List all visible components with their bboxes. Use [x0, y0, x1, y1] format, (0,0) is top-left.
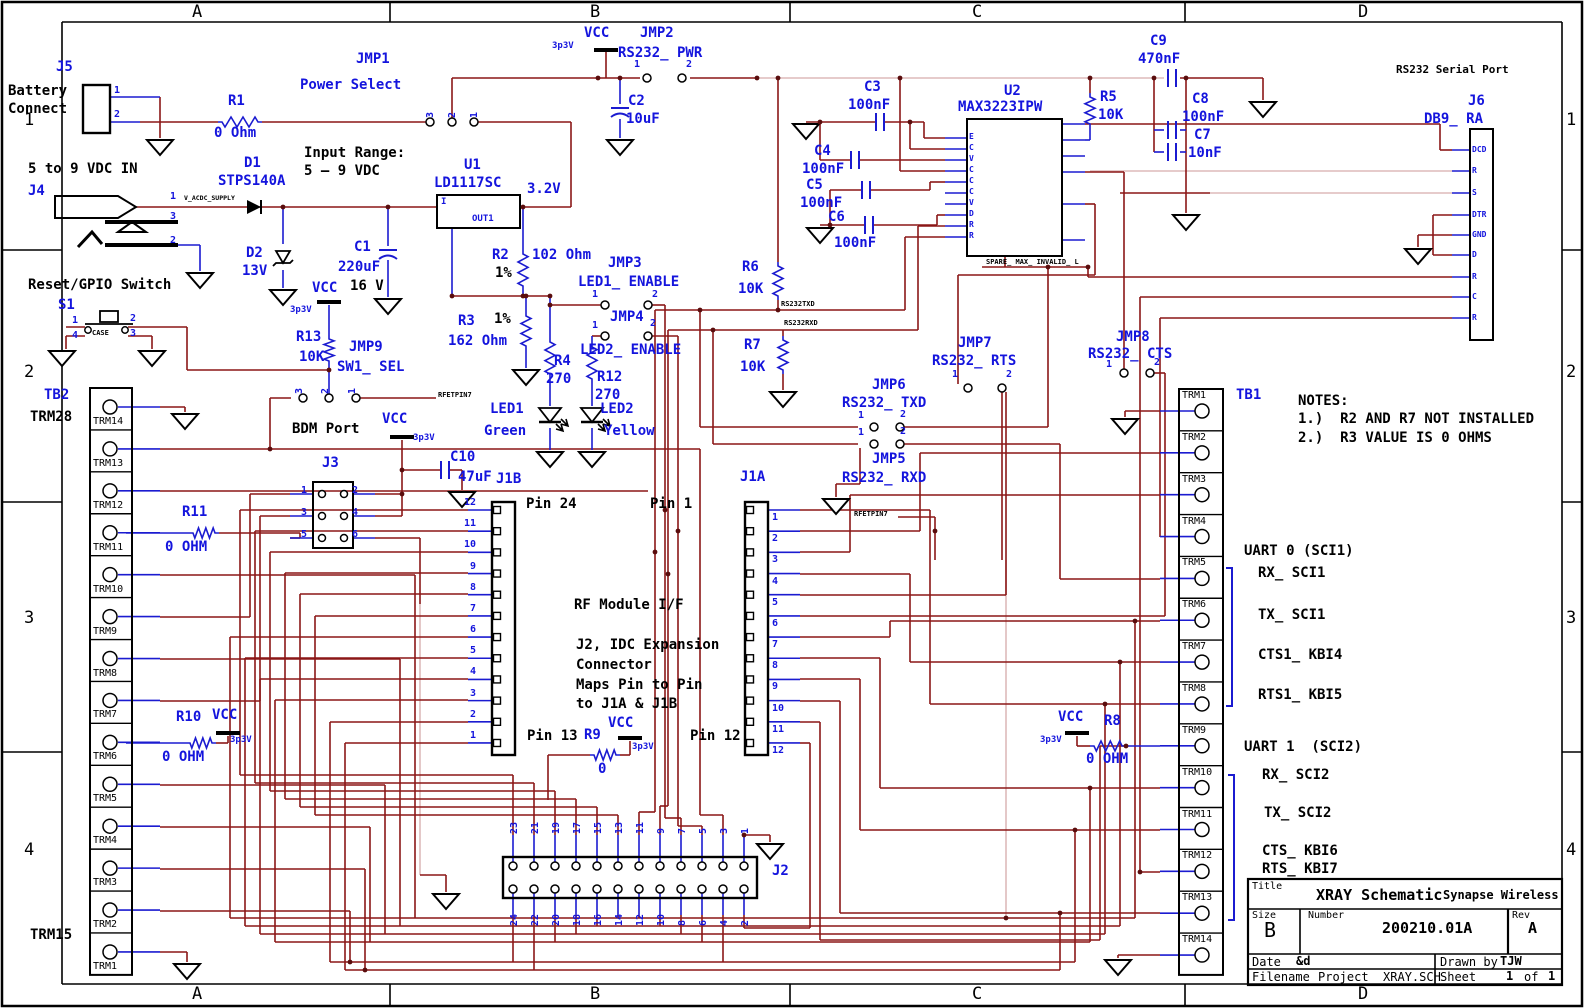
- jumper-pins[interactable]: [84, 73, 1155, 449]
- junction-dots: [267, 75, 1189, 973]
- connectors[interactable]: [54, 83, 1494, 976]
- wires-faded: [419, 77, 1452, 918]
- wires-power: [65, 52, 1452, 971]
- title-block: [1246, 877, 1564, 987]
- wires-signal: [105, 78, 1470, 956]
- component-symbols: [46, 48, 1434, 981]
